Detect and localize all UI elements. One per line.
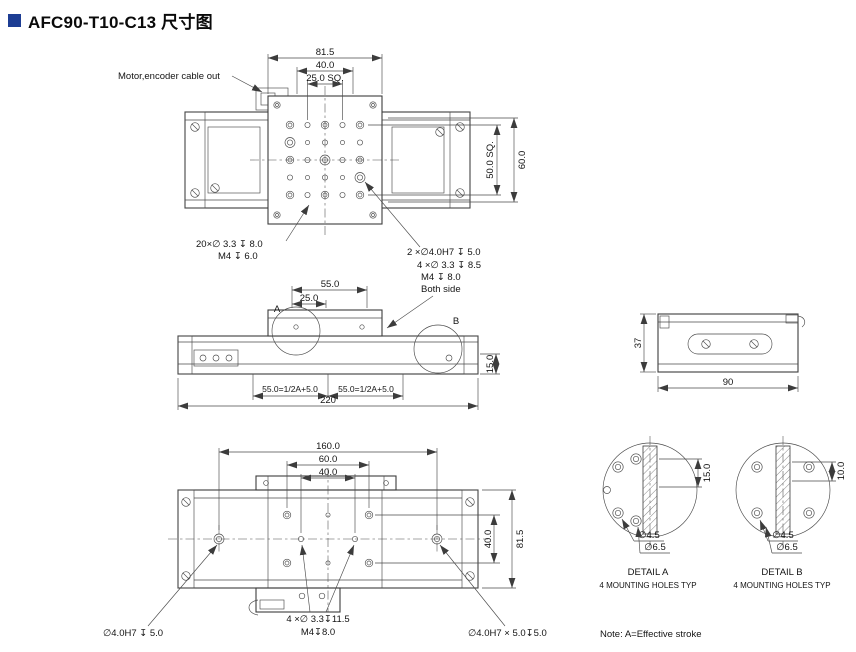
cable-out-label: Motor,encoder cable out — [118, 71, 220, 82]
detail-a-sub-label: 4 MOUNTING HOLES TYP — [599, 581, 696, 590]
detail-b-dia-4-5: ∅4.5 — [772, 530, 793, 541]
detail-b-view: 10.0 ∅4.5 ∅6.5 DETAIL B 4 MOUNTING HOLES… — [733, 436, 847, 590]
callout-20-holes-line2: M4 ↧ 6.0 — [218, 251, 258, 262]
callout-side-holes-line2: M4 ↧ 8.0 — [421, 272, 461, 283]
detail-b-dim-10: 10.0 — [836, 462, 847, 481]
dim-40-bottom-v: 40.0 — [483, 530, 494, 549]
dim-stroke-right: 55.0=1/2A+5.0 — [338, 384, 394, 394]
dim-60-bottom: 60.0 — [319, 454, 338, 465]
top-view-callouts: 20×∅ 3.3 ↧ 8.0 M4 ↧ 6.0 2 ×∅4.0H7 ↧ 5.0 … — [196, 181, 481, 329]
callout-center-line2: M4↧8.0 — [301, 627, 335, 638]
bottom-view-dimensions: 160.0 60.0 40.0 40.0 81.5 — [218, 441, 526, 589]
side-view-dimensions: 55.0 25.0 15.0 55.0=1/2A+5.0 55.0=1/2A+5… — [177, 279, 500, 410]
dim-81-5: 81.5 — [316, 47, 335, 58]
note-text: Note: A=Effective stroke — [600, 629, 701, 640]
callout-pin-left: ∅4.0H7 ↧ 5.0 — [103, 628, 163, 639]
detail-b-mark: B — [453, 316, 459, 327]
callout-20-holes-line1: 20×∅ 3.3 ↧ 8.0 — [196, 239, 263, 250]
detail-a-label: DETAIL A — [628, 567, 669, 578]
dim-50-sq: 50.0 SQ. — [485, 141, 496, 179]
dim-25: 25.0 — [300, 293, 319, 304]
page-title: AFC90-T10-C13 尺寸图 — [28, 13, 213, 32]
detail-b-dia-6-5: ∅6.5 — [776, 542, 797, 553]
end-view-dimensions: 37 90 — [633, 313, 799, 392]
top-view: 81.5 40.0 25.0 SQ. 50.0 SQ. 60.0 Motor,e… — [118, 47, 528, 329]
detail-b-sub-label: 4 MOUNTING HOLES TYP — [733, 581, 830, 590]
detail-a-view: 15.0 ∅4.5 ∅6.5 DETAIL A 4 MOUNTING HOLES… — [599, 436, 713, 590]
dim-40-bottom-h: 40.0 — [319, 467, 338, 478]
dim-stroke-left: 55.0=1/2A+5.0 — [262, 384, 318, 394]
bottom-view-callouts: ∅4.0H7 ↧ 5.0 4 ×∅ 3.3↧11.5 M4↧8.0 ∅4.0H7… — [103, 544, 547, 639]
callout-pin-holes: 2 ×∅4.0H7 ↧ 5.0 — [407, 247, 481, 258]
end-view: 37 90 — [633, 313, 806, 392]
detail-a-dim-15: 15.0 — [702, 464, 713, 483]
bottom-view: 160.0 60.0 40.0 40.0 81.5 ∅4.0H7 ↧ 5.0 4… — [103, 441, 547, 639]
callout-pin-right: ∅4.0H7 × 5.0↧5.0 — [468, 628, 547, 639]
dim-25-sq: 25.0 SQ. — [306, 73, 344, 84]
detail-a-dia-6-5: ∅6.5 — [644, 542, 665, 553]
callout-center-line1: 4 ×∅ 3.3↧11.5 — [286, 614, 349, 625]
top-view-dimensions: 81.5 40.0 25.0 SQ. 50.0 SQ. 60.0 — [267, 47, 528, 203]
side-view: A B 55.0 25.0 15.0 55.0=1/2A+5.0 55.0=1/… — [177, 279, 500, 410]
dim-55: 55.0 — [321, 279, 340, 290]
callout-side-holes-line3: Both side — [421, 284, 461, 295]
dim-15: 15.0 — [485, 355, 496, 374]
carriage-side — [267, 309, 383, 337]
detail-b-circle — [413, 324, 463, 374]
detail-b-label: DETAIL B — [761, 567, 802, 578]
dim-81-5-bottom: 81.5 — [515, 530, 526, 549]
dim-90: 90 — [723, 377, 734, 388]
dim-220: 220 — [320, 395, 336, 406]
title-bullet-icon — [8, 14, 21, 27]
dim-37: 37 — [633, 338, 644, 349]
dim-160: 160.0 — [316, 441, 340, 452]
dim-60: 60.0 — [517, 151, 528, 170]
drawing-title: AFC90-T10-C13 尺寸图 — [8, 8, 213, 33]
callout-side-holes-line1: 4 ×∅ 3.3 ↧ 8.5 — [417, 260, 481, 271]
detail-a-mark: A — [274, 304, 281, 315]
detail-a-dia-4-5: ∅4.5 — [638, 530, 659, 541]
dim-40: 40.0 — [316, 60, 335, 71]
